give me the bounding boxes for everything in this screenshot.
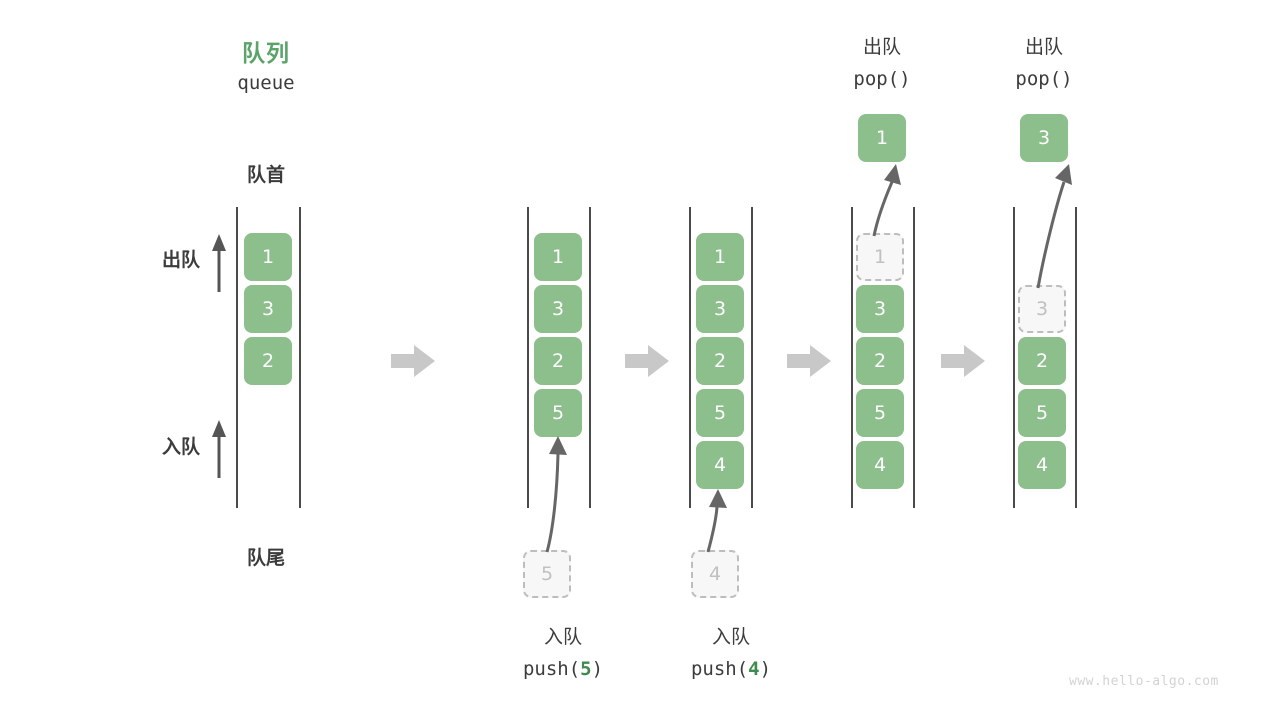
queue-cell: 3 (696, 285, 744, 333)
diagram-title-cn: 队列 (242, 41, 290, 67)
queue-cell: 1 (244, 233, 292, 281)
stage-op-label-cn: 入队 (711, 626, 750, 648)
op-code-post: ) (591, 658, 604, 680)
enqueue-direction-label: 入队 (161, 436, 200, 458)
queue-rail-right (1075, 207, 1077, 508)
queue-rail-left (851, 207, 853, 508)
step-arrow-icon (941, 345, 985, 377)
queue-cell: 1 (534, 233, 582, 281)
stage-op-label-cn: 出队 (1024, 36, 1063, 58)
queue-rail-right (913, 207, 915, 508)
step-arrow-icon (787, 345, 831, 377)
queue-cell: 3 (244, 285, 292, 333)
queue-front-label: 队首 (246, 164, 285, 186)
queue-cell: 5 (856, 389, 904, 437)
queue-cell: 2 (244, 337, 292, 385)
stage-op-label-code: pop() (853, 68, 911, 90)
op-code-value: 4 (748, 658, 760, 680)
queue-cell: 5 (1018, 389, 1066, 437)
op-code-pre: push( (522, 658, 581, 680)
pop-arrow-icon (872, 164, 901, 237)
queue-rail-left (689, 207, 691, 508)
queue-cell-new: 5 (534, 389, 582, 437)
step-arrow-icon (391, 345, 435, 377)
diagram-title-en: queue (237, 72, 295, 94)
incoming-ghost-cell: 4 (691, 550, 739, 598)
queue-cell-new: 4 (696, 441, 744, 489)
removed-ghost-cell: 3 (1018, 285, 1066, 333)
queue-rear-label: 队尾 (246, 547, 285, 569)
popped-cell: 3 (1020, 114, 1068, 162)
incoming-ghost-cell: 5 (523, 550, 571, 598)
op-code-value: 5 (580, 658, 592, 680)
op-code-pre: push( (690, 658, 749, 680)
queue-cell: 3 (534, 285, 582, 333)
queue-cell: 1 (696, 233, 744, 281)
queue-cell: 2 (534, 337, 582, 385)
push-arrow-icon (706, 489, 727, 553)
op-code-post: ) (759, 658, 772, 680)
queue-cell: 3 (856, 285, 904, 333)
stage-op-label-code: push(4) (646, 658, 816, 680)
queue-rail-right (751, 207, 753, 508)
watermark: www.hello-algo.com (1069, 674, 1219, 689)
enqueue-direction-arrow-icon (212, 420, 226, 478)
stage-op-label-cn: 入队 (543, 626, 582, 648)
queue-cell: 2 (1018, 337, 1066, 385)
queue-rail-left (1013, 207, 1015, 508)
queue-rail-left (527, 207, 529, 508)
queue-rail-right (299, 207, 301, 508)
popped-cell: 1 (858, 114, 906, 162)
queue-cell: 4 (1018, 441, 1066, 489)
step-arrow-icon (625, 345, 669, 377)
dequeue-direction-arrow-icon (212, 234, 226, 292)
removed-ghost-cell: 1 (856, 233, 904, 281)
queue-rail-left (236, 207, 238, 508)
queue-cell: 5 (696, 389, 744, 437)
queue-cell: 2 (696, 337, 744, 385)
pop-arrow-icon (1036, 164, 1072, 289)
stage-op-label-cn: 出队 (862, 36, 901, 58)
stage-op-label-code: pop() (1015, 68, 1073, 90)
dequeue-direction-label: 出队 (161, 249, 200, 271)
queue-cell: 4 (856, 441, 904, 489)
queue-cell: 2 (856, 337, 904, 385)
push-arrow-icon (545, 436, 567, 553)
queue-rail-right (589, 207, 591, 508)
stage-op-label-code: push(5) (478, 658, 648, 680)
